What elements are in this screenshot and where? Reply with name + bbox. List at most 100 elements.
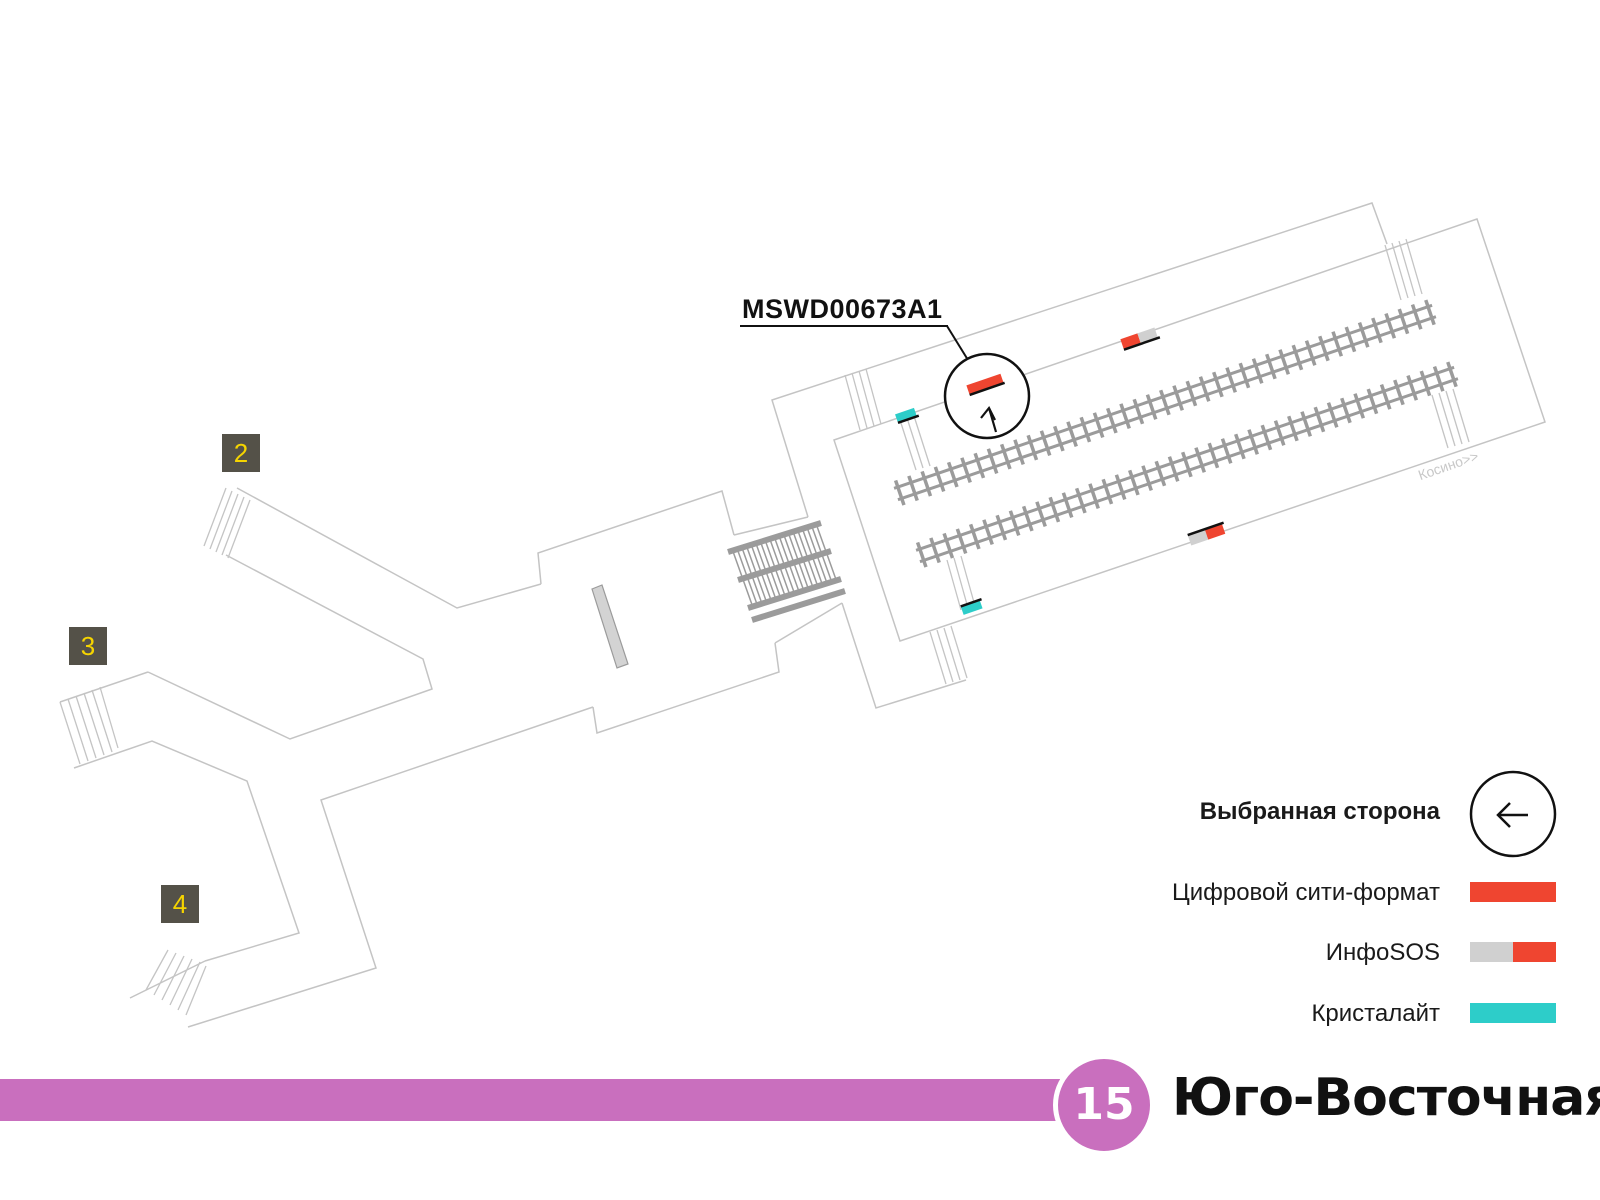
legend-infosos-label: ИнфоSOS xyxy=(1325,939,1440,966)
escalator-step xyxy=(802,559,814,588)
sleeper xyxy=(1225,367,1237,393)
escalator-step xyxy=(816,555,828,584)
escalator-step xyxy=(783,565,796,594)
stairs-platform-top-right xyxy=(1384,238,1423,301)
sleeper xyxy=(1238,362,1251,389)
sleeper xyxy=(1114,474,1127,500)
ad-placements xyxy=(740,325,1226,615)
sleeper xyxy=(973,452,986,479)
sleeper xyxy=(1318,335,1330,362)
sleeper xyxy=(1013,439,1025,466)
escalator-step xyxy=(788,563,800,593)
sleeper xyxy=(1212,371,1224,398)
placement-code-label: MSWD00673A1 xyxy=(742,294,943,324)
sleeper xyxy=(1371,317,1383,344)
sleeper xyxy=(1265,353,1277,380)
stairs-exit-2 xyxy=(203,487,251,559)
sleeper xyxy=(1026,434,1039,461)
sleeper xyxy=(1384,313,1397,339)
sleeper xyxy=(1088,483,1100,509)
sleeper xyxy=(1074,487,1087,514)
sleeper xyxy=(1052,425,1065,452)
escalator-step xyxy=(759,541,772,571)
sleeper xyxy=(1106,407,1118,434)
escalator-step xyxy=(820,553,833,583)
escalator-step xyxy=(736,548,749,578)
sleeper xyxy=(1092,412,1105,438)
track-2 xyxy=(915,361,1459,568)
sleeper xyxy=(1061,492,1074,518)
escalator-step xyxy=(810,525,823,555)
sleeper xyxy=(1128,469,1140,496)
legend-kristalait-swatch xyxy=(1470,1003,1556,1023)
sleeper xyxy=(1313,406,1326,433)
sleeper xyxy=(982,519,994,546)
legend-digital-label: Цифровой сити-формат xyxy=(1171,879,1440,906)
sleeper xyxy=(1079,416,1092,443)
sleeper xyxy=(1021,505,1034,532)
sleeper xyxy=(1393,379,1405,406)
sleeper xyxy=(907,475,919,502)
stairs-platform-bottom-left-b xyxy=(929,625,968,685)
sleeper xyxy=(1207,442,1220,469)
sleeper xyxy=(942,532,955,559)
sleeper xyxy=(1304,340,1317,366)
sleeper xyxy=(1181,451,1193,478)
ad-kristalait-top xyxy=(895,407,920,425)
escalator-step xyxy=(750,544,762,574)
escalator-step xyxy=(751,575,763,604)
sleeper xyxy=(955,528,968,555)
sleeper xyxy=(1379,384,1392,410)
sleeper xyxy=(960,457,972,484)
sleeper xyxy=(1446,361,1458,388)
sleeper xyxy=(1220,438,1233,464)
sleeper xyxy=(1159,389,1171,416)
sleeper xyxy=(1432,366,1445,392)
arrow-left-icon xyxy=(1496,802,1528,828)
ad-selected-marker xyxy=(740,325,1031,440)
escalator-step xyxy=(797,529,809,559)
sleeper xyxy=(1424,299,1436,326)
sleeper xyxy=(1172,385,1184,411)
sleeper xyxy=(968,523,981,550)
sleeper xyxy=(933,466,946,493)
escalator-step xyxy=(807,557,819,587)
sleeper xyxy=(1185,380,1198,407)
sleeper xyxy=(999,443,1012,470)
escalator-step xyxy=(806,527,818,556)
stairs-platform-top-left xyxy=(844,368,882,431)
stairs-platform-mid-left xyxy=(899,415,931,471)
escalator-step xyxy=(746,576,759,606)
escalator-step xyxy=(764,540,776,569)
escalator-step xyxy=(797,560,810,590)
legend-graphics xyxy=(1469,770,1557,858)
sleeper xyxy=(995,514,1008,541)
stairs-platform-bottom-right xyxy=(1431,388,1470,449)
sleeper xyxy=(1101,478,1114,505)
ad-infosos-top xyxy=(1120,327,1161,351)
sleeper xyxy=(1357,322,1370,348)
sleeper xyxy=(1353,393,1366,419)
station-outline xyxy=(59,202,1546,1028)
sleeper xyxy=(893,479,906,506)
ad-kristalait-bottom xyxy=(960,598,983,615)
escalator-step xyxy=(779,566,791,596)
sleeper xyxy=(1154,460,1167,487)
escalator-step xyxy=(825,552,838,581)
line-number-badge: 15 xyxy=(1053,1054,1155,1156)
escalator-step xyxy=(774,568,786,597)
sleeper xyxy=(1419,370,1432,397)
sleeper xyxy=(1119,403,1131,429)
sleeper xyxy=(986,448,999,475)
sleeper xyxy=(915,541,928,568)
track-1 xyxy=(893,299,1437,506)
stairs-exit-3 xyxy=(59,686,119,765)
exit-badge-3: 3 xyxy=(69,627,107,665)
escalator-step xyxy=(745,545,758,575)
ad-infosos-bottom xyxy=(1187,521,1226,546)
escalator-step xyxy=(765,571,777,600)
sleeper xyxy=(1247,429,1259,455)
escalator-step xyxy=(793,562,805,591)
escalator-step xyxy=(769,569,782,599)
